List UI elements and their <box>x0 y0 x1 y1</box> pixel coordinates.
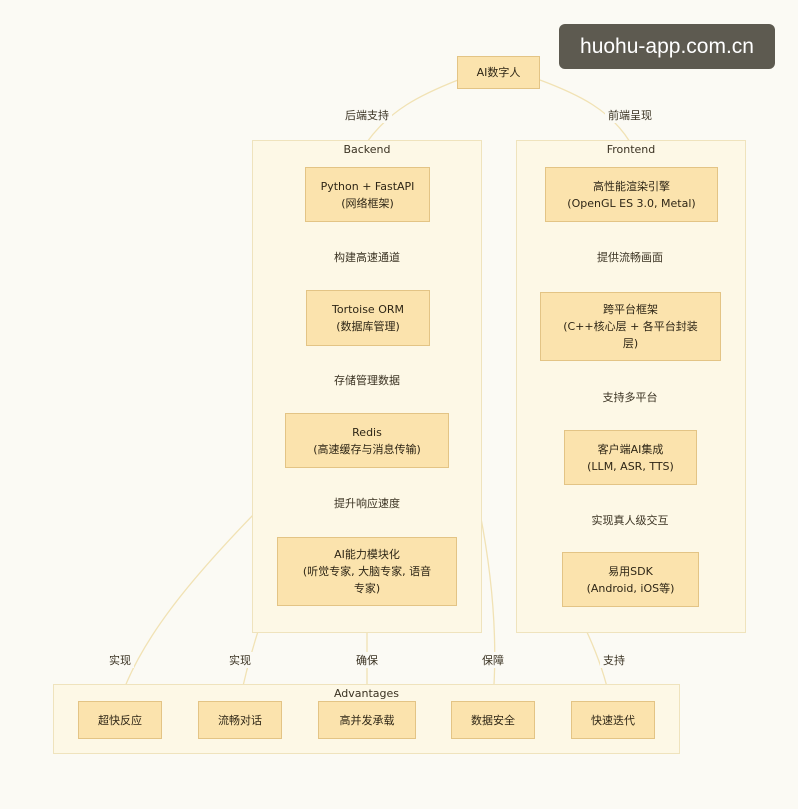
edge-label-real-interaction: 实现真人级交互 <box>588 512 672 528</box>
edge-label-achieve-2: 实现 <box>226 652 254 668</box>
node-line: 客户端AI集成 <box>597 442 664 456</box>
edge-label-build-channel: 构建高速通道 <box>331 249 403 265</box>
root-node-label: AI数字人 <box>476 66 521 79</box>
node-line: 专家) <box>353 582 381 595</box>
frontend-node-render-engine: 高性能渲染引擎 (OpenGL ES 3.0, Metal) <box>545 167 718 222</box>
node-label: 流畅对话 <box>218 713 262 727</box>
node-line: (听觉专家, 大脑专家, 语音 <box>302 565 432 578</box>
advantage-node-smooth-dialog: 流畅对话 <box>198 701 282 739</box>
edge-label-smooth-frames: 提供流畅画面 <box>594 249 666 265</box>
node-label: 数据安全 <box>471 713 515 727</box>
edge-label-speed-up: 提升响应速度 <box>331 495 403 511</box>
frontend-node-client-ai: 客户端AI集成 (LLM, ASR, TTS) <box>564 430 697 485</box>
advantages-group-title: Advantages <box>333 687 400 700</box>
advantage-node-fast-response: 超快反应 <box>78 701 162 739</box>
node-line: Tortoise ORM <box>332 303 404 316</box>
advantage-node-high-concurrency: 高并发承载 <box>318 701 416 739</box>
edge-label-achieve-1: 实现 <box>106 652 134 668</box>
watermark-text: huohu-app.com.cn <box>580 34 754 58</box>
edge-label-frontend-present: 前端呈现 <box>605 107 655 123</box>
edge-label-guarantee: 保障 <box>479 652 507 668</box>
node-line: 层) <box>622 337 639 350</box>
edge-label-support: 支持 <box>600 652 628 668</box>
node-line: (高速缓存与消息传输) <box>313 442 421 456</box>
backend-group-title: Backend <box>343 143 391 156</box>
node-line: 高性能渲染引擎 <box>593 179 670 193</box>
node-line: Redis <box>352 425 382 439</box>
node-line: (数据库管理) <box>336 320 400 333</box>
node-line: (OpenGL ES 3.0, Metal) <box>567 196 696 210</box>
node-line: Python + FastAPI <box>320 179 415 193</box>
root-node-ai-digital-human: AI数字人 <box>457 56 540 89</box>
edge-label-store-data: 存储管理数据 <box>331 372 403 388</box>
edge-label-backend-support: 后端支持 <box>342 107 392 123</box>
backend-node-tortoise-orm: Tortoise ORM (数据库管理) <box>306 290 430 346</box>
node-line: AI能力模块化 <box>334 548 400 561</box>
node-line: (Android, iOS等) <box>586 581 675 595</box>
node-label: 超快反应 <box>98 713 142 727</box>
backend-node-redis: Redis (高速缓存与消息传输) <box>285 413 449 468</box>
edge-label-multi-platform: 支持多平台 <box>599 389 661 405</box>
node-line: (LLM, ASR, TTS) <box>587 459 674 473</box>
node-line: (C++核心层 + 各平台封装 <box>563 320 698 333</box>
frontend-group: Frontend <box>516 140 746 633</box>
advantage-node-fast-iteration: 快速迭代 <box>571 701 655 739</box>
node-line: 易用SDK <box>608 564 653 578</box>
node-label: 快速迭代 <box>591 713 635 727</box>
backend-node-python-fastapi: Python + FastAPI (网络框架) <box>305 167 430 222</box>
frontend-node-cross-platform: 跨平台框架 (C++核心层 + 各平台封装 层) <box>540 292 721 361</box>
node-line: 跨平台框架 <box>603 303 658 316</box>
backend-node-ai-modules: AI能力模块化 (听觉专家, 大脑专家, 语音 专家) <box>277 537 457 606</box>
advantage-node-data-security: 数据安全 <box>451 701 535 739</box>
edge-label-ensure: 确保 <box>353 652 381 668</box>
node-label: 高并发承载 <box>339 713 395 727</box>
frontend-node-sdk: 易用SDK (Android, iOS等) <box>562 552 699 607</box>
watermark-badge: huohu-app.com.cn <box>559 24 775 69</box>
node-line: (网络框架) <box>341 196 394 210</box>
frontend-group-title: Frontend <box>606 143 656 156</box>
